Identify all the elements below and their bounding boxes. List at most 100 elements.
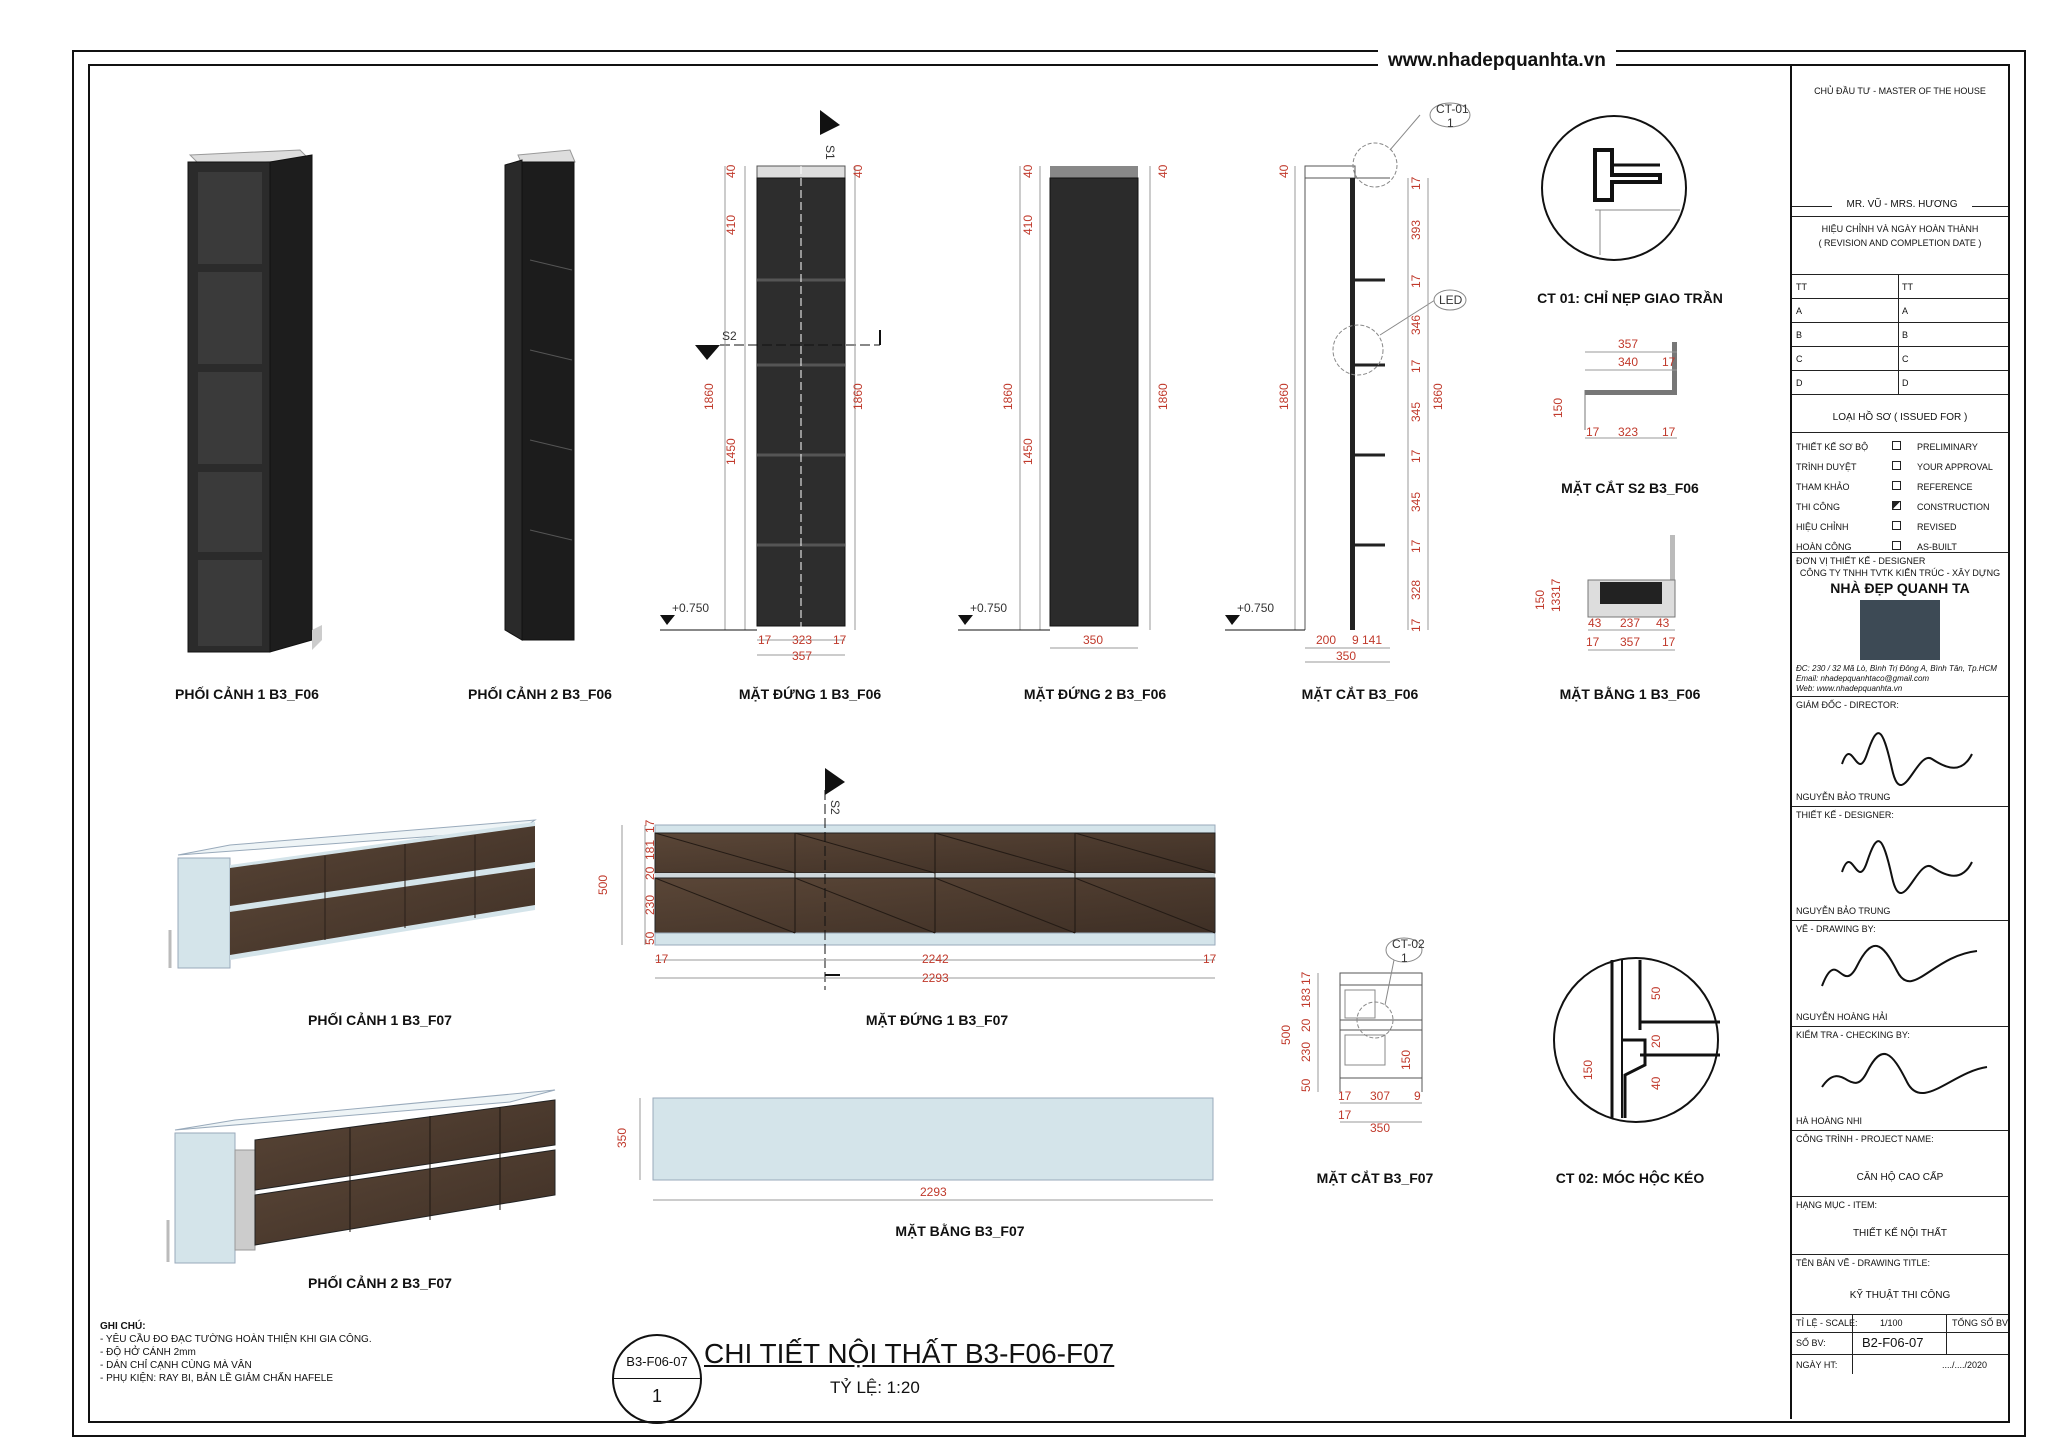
note-item: - PHỤ KIỆN: RAY BI, BẢN LỀ GIẢM CHẤN HAF… — [100, 1373, 334, 1384]
director-name: NGUYỄN BẢO TRUNG — [1796, 792, 1891, 802]
dim-mc-328: 328 — [1409, 580, 1423, 600]
dim-mc7-20: 20 — [1299, 1018, 1313, 1032]
revision-en: ( REVISION AND COMPLETION DATE ) — [1818, 238, 1982, 248]
checkbox-construction-checked[interactable] — [1892, 501, 1901, 510]
dim-ct02-50a: 50 — [1649, 986, 1663, 1000]
tag-ct01-num: 1 — [1447, 116, 1454, 130]
dim-md2-350: 350 — [1083, 633, 1103, 647]
dim-f07-17c: 17 — [1203, 952, 1217, 966]
dim-md1-1450: 1450 — [724, 438, 738, 465]
company-web: Web: www.nhadepquanhta.vn — [1796, 684, 1903, 693]
drawing-title: CHI TIẾT NỘI THẤT B3-F06-F07 — [704, 1338, 1115, 1369]
checkbox-preliminary[interactable] — [1892, 441, 1901, 450]
designer-name: NGUYỄN BẢO TRUNG — [1796, 906, 1891, 916]
revision-vi: HIỆU CHỈNH VÀ NGÀY HOÀN THÀNH — [1821, 224, 1979, 234]
issue-en: CONSTRUCTION — [1917, 502, 1990, 512]
tag-s2-side: S2 — [722, 329, 737, 343]
revision-grid: TT A B C D TT A B C D — [1792, 274, 2008, 394]
dim-mc7-17b: 17 — [1338, 1108, 1352, 1122]
issue-vi: HIỆU CHỈNH — [1796, 522, 1849, 532]
issue-vi: THAM KHẢO — [1796, 482, 1850, 492]
dim-md1-17b: 17 — [833, 633, 847, 647]
label-ct02: CT 02: MÓC HỘC KÉO — [1555, 1170, 1705, 1186]
dim-ct02-125: 150 — [1581, 1060, 1595, 1080]
rev-row: D — [1796, 378, 1803, 388]
dim-md1-1860-left: 1860 — [702, 383, 716, 410]
dim-pb-237: 237 — [1620, 616, 1640, 630]
dim-mc-350: 350 — [1336, 649, 1356, 663]
dim-f07-2242: 2242 — [922, 952, 949, 966]
dim-mc7-150: 150 — [1399, 1050, 1413, 1070]
dim-md1-40b: 40 — [851, 164, 865, 178]
project-name: CĂN HỘ CAO CẤP — [1856, 1172, 1944, 1183]
dim-mc-345a: 345 — [1409, 402, 1423, 422]
note-item: - ĐỘ HỞ CÁNH 2mm — [100, 1347, 196, 1358]
perspective-2-f06 — [504, 149, 576, 641]
detail-ct01 — [1541, 115, 1687, 261]
rev-row: B — [1902, 330, 1909, 340]
dim-md1-357: 357 — [792, 649, 812, 663]
plan-1-f06 — [1587, 535, 1676, 651]
plan-f07 — [639, 1097, 1214, 1201]
rev-row: A — [1902, 306, 1909, 316]
bubble-divider — [614, 1378, 700, 1379]
dim-mc-17e: 17 — [1409, 539, 1423, 553]
director-signature — [1841, 732, 1973, 787]
issue-vi: HOÀN CÔNG — [1796, 542, 1852, 552]
elevation-1-f07 — [621, 768, 1216, 990]
director-label: GIÁM ĐỐC - DIRECTOR: — [1796, 700, 1899, 710]
dim-mc7-50: 50 — [1299, 1078, 1313, 1092]
project-label: CÔNG TRÌNH - PROJECT NAME: — [1796, 1134, 1934, 1144]
dim-f07-2293: 2293 — [922, 971, 949, 985]
dim-mc-17f: 17 — [1409, 618, 1423, 632]
dim-mc7-500: 500 — [1279, 1025, 1293, 1045]
company-email: Email: nhadepquanhtaco@gmail.com — [1796, 674, 1930, 683]
item-label: HẠNG MỤC - ITEM: — [1796, 1200, 1877, 1210]
notes-block: GHI CHÚ: - YÊU CẦU ĐO ĐẠC TƯỜNG HOÀN THI… — [100, 1320, 372, 1385]
company-name: CÔNG TY TNHH TVTK KIẾN TRÚC - XÂY DỰNG — [1799, 568, 2001, 578]
issue-en: REVISED — [1917, 522, 1957, 532]
owner-label: CHỦ ĐẦU TƯ - MASTER OF THE HOUSE — [1814, 86, 1986, 96]
dim-f07-230: 230 — [643, 895, 657, 915]
section-s2-f06 — [1584, 342, 1677, 439]
notes-title: GHI CHÚ: — [100, 1321, 146, 1332]
label-md1-f06: MẶT ĐỨNG 1 B3_F06 — [738, 686, 882, 702]
checkbox-approval[interactable] — [1892, 461, 1901, 470]
checkbox-reference[interactable] — [1892, 481, 1901, 490]
checkbox-revised[interactable] — [1892, 521, 1901, 530]
elevation-1-f06 — [660, 110, 881, 656]
dim-f07-17a: 17 — [643, 819, 657, 833]
drawing-title-value: KỸ THUẬT THI CÔNG — [1849, 1290, 1951, 1301]
total-sheets-label: TỔNG SỐ BV — [1952, 1318, 2009, 1328]
perspective-1-f07 — [168, 819, 537, 969]
dim-f07-50: 50 — [643, 931, 657, 945]
dim-pb-43a: 43 — [1588, 616, 1602, 630]
scale-label: TỈ LỆ - SCALE: — [1796, 1318, 1858, 1328]
checkbox-asbuilt[interactable] — [1892, 541, 1901, 550]
level-md2: +0.750 — [970, 601, 1007, 615]
website-label[interactable]: www.nhadepquanhta.vn — [1378, 50, 1616, 72]
rev-row: C — [1902, 354, 1909, 364]
tag-s1-top: S1 — [823, 145, 837, 160]
drawing-title-label: TÊN BẢN VẼ - DRAWING TITLE: — [1796, 1258, 1931, 1268]
dim-pb-357: 357 — [1620, 635, 1640, 649]
outer-frame — [72, 50, 2026, 1437]
designer-signature — [1841, 840, 1973, 895]
dim-s2-340: 340 — [1618, 355, 1638, 369]
dim-md2-40b: 40 — [1156, 164, 1170, 178]
date-value: ..../..../2020 — [1942, 1360, 1988, 1370]
perspective-1-f06 — [187, 149, 322, 653]
drawing-num: 1 — [651, 1386, 662, 1406]
label-mcs2-f06: MẶT CẮT S2 B3_F06 — [1561, 480, 1699, 496]
drawer-signature — [1821, 944, 1978, 987]
checking-label: KIỂM TRA - CHECKING BY: — [1796, 1030, 1910, 1040]
dim-mc7-307: 307 — [1370, 1089, 1390, 1103]
tag-led: LED — [1439, 293, 1463, 307]
label-pc2-f06: PHỐI CẢNH 2 B3_F06 — [468, 686, 612, 702]
tag-s2-f07: S2 — [828, 800, 842, 815]
rev-row: TT — [1902, 282, 1913, 292]
tag-ct02: CT-02 — [1392, 937, 1425, 951]
label-mc-f06: MẶT CẮT B3_F06 — [1301, 686, 1419, 702]
owner-name: MR. VŨ - MRS. HƯƠNG — [1832, 199, 1972, 210]
dim-s2-17a: 17 — [1586, 425, 1600, 439]
